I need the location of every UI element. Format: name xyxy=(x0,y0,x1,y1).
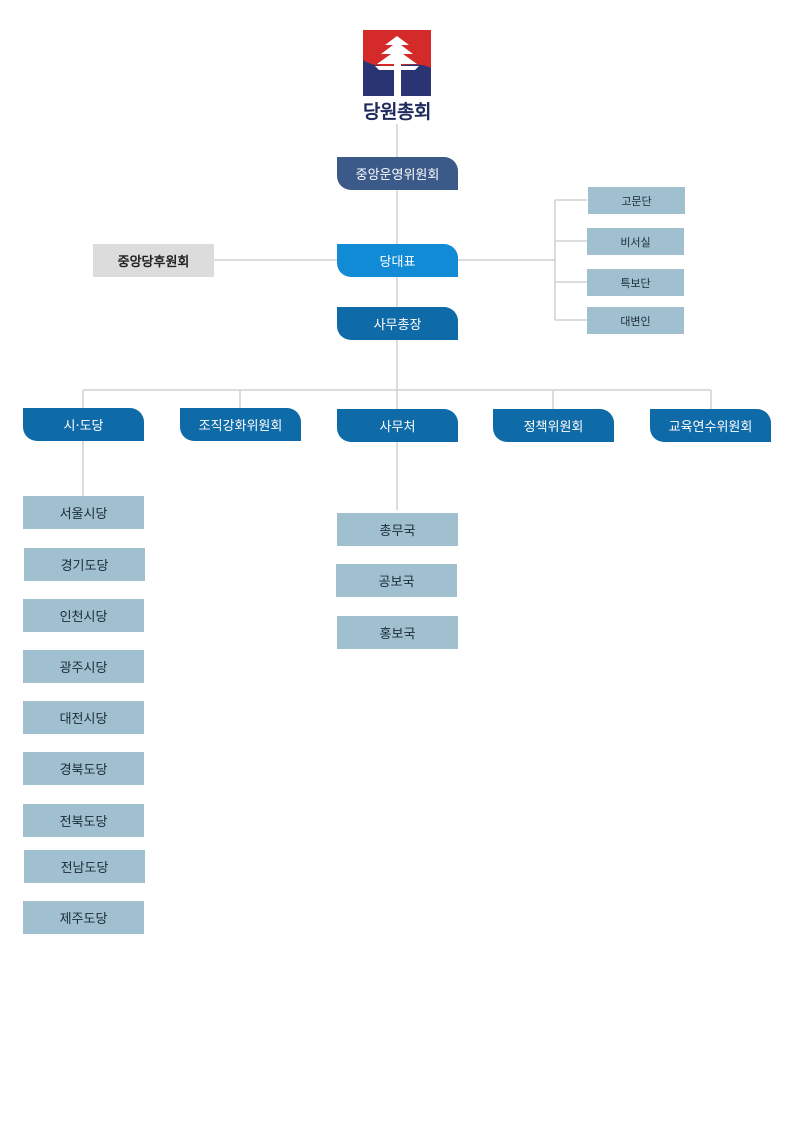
party-logo xyxy=(363,30,431,96)
regional-item[interactable]: 광주시당 xyxy=(23,650,144,683)
central-committee-box[interactable]: 중앙운영위원회 xyxy=(337,157,458,190)
regional-item[interactable]: 경북도당 xyxy=(23,752,144,785)
bureau-item[interactable]: 총무국 xyxy=(337,513,458,546)
regional-item[interactable]: 전북도당 xyxy=(23,804,144,837)
spokesperson-box[interactable]: 대변인 xyxy=(587,307,684,334)
bureau-item[interactable]: 공보국 xyxy=(336,564,457,597)
organization-committee-box[interactable]: 조직강화위원회 xyxy=(180,408,301,441)
regional-item[interactable]: 제주도당 xyxy=(23,901,144,934)
party-leader-box[interactable]: 당대표 xyxy=(337,244,458,277)
regional-item[interactable]: 대전시당 xyxy=(23,701,144,734)
secretary-office-box[interactable]: 비서실 xyxy=(587,228,684,255)
secretary-general-box[interactable]: 사무총장 xyxy=(337,307,458,340)
advisors-box[interactable]: 고문단 xyxy=(588,187,685,214)
regional-item[interactable]: 서울시당 xyxy=(23,496,144,529)
policy-committee-box[interactable]: 정책위원회 xyxy=(493,409,614,442)
regional-item[interactable]: 전남도당 xyxy=(24,850,145,883)
special-aides-box[interactable]: 특보단 xyxy=(587,269,684,296)
regional-party-box[interactable]: 시·도당 xyxy=(23,408,144,441)
secretariat-box[interactable]: 사무처 xyxy=(337,409,458,442)
regional-item[interactable]: 경기도당 xyxy=(24,548,145,581)
education-committee-box[interactable]: 교육연수위원회 xyxy=(650,409,771,442)
root-title: 당원총회 xyxy=(363,101,431,123)
support-committee-box[interactable]: 중앙당후원회 xyxy=(93,244,214,277)
regional-item[interactable]: 인천시당 xyxy=(23,599,144,632)
bureau-item[interactable]: 홍보국 xyxy=(337,616,458,649)
